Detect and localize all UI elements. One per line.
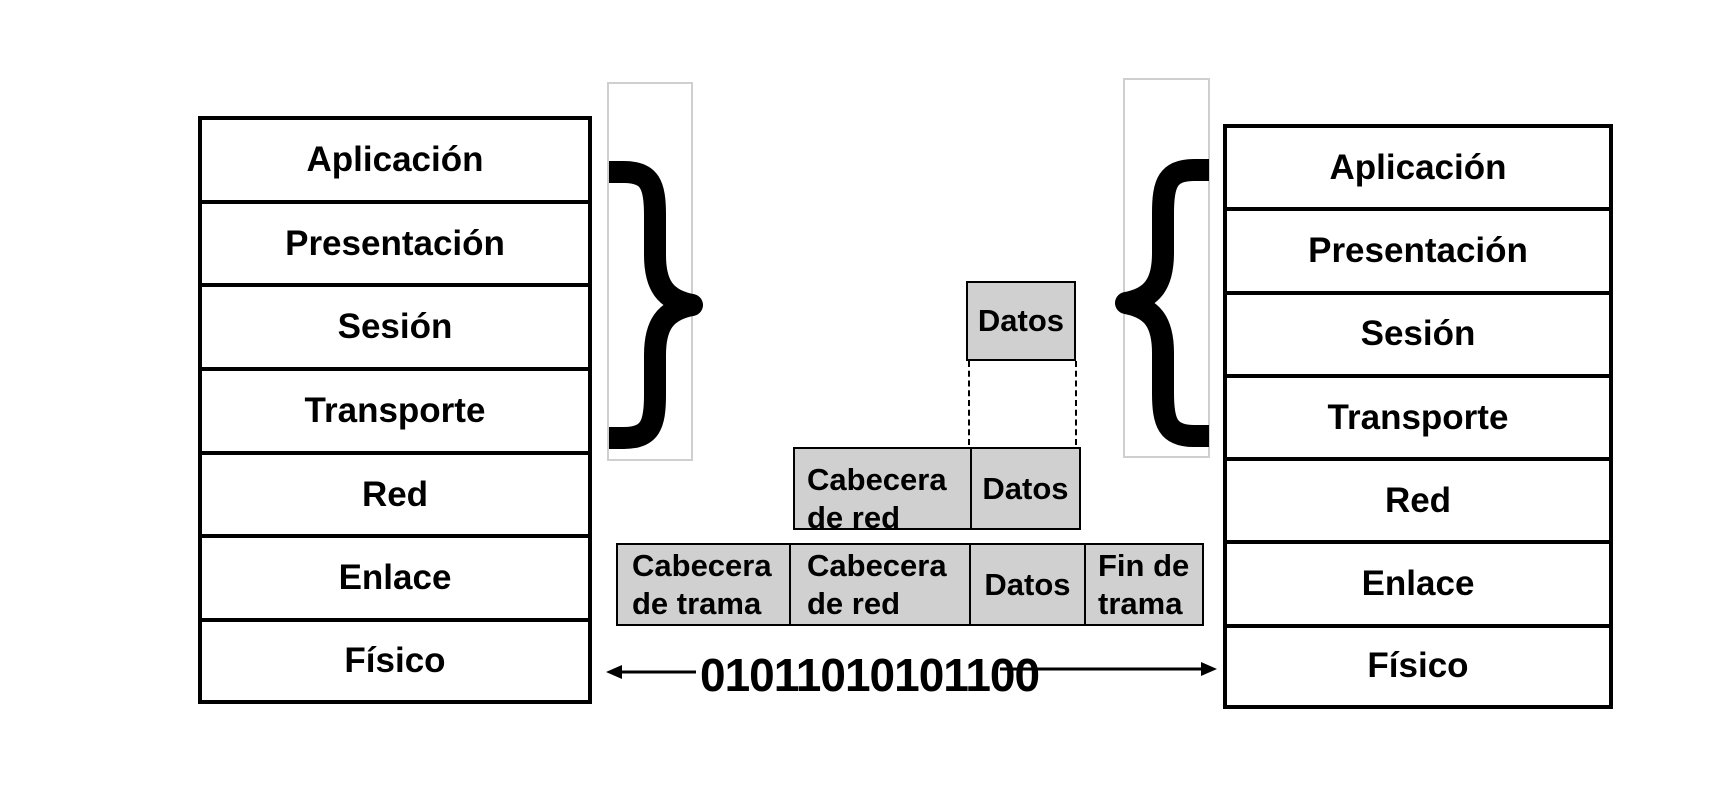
osi-stack-right: Aplicación Presentación Sesión Transport… (1223, 124, 1613, 709)
brace-frame-left (607, 82, 693, 461)
bitstream-label: 01011010101100 (700, 649, 1040, 701)
layer-sesion: Sesión (202, 287, 588, 372)
layer-enlace: Enlace (1227, 544, 1609, 628)
layer-red: Red (202, 455, 588, 539)
osi-stack-left: Aplicación Presentación Sesión Transport… (198, 116, 592, 704)
arrow-left-head-icon (606, 665, 622, 679)
layer-red: Red (1227, 461, 1609, 545)
arrow-right-head-icon (1201, 662, 1217, 676)
packet-data-cell: Datos (970, 449, 1079, 528)
opening-brace-icon (1115, 159, 1209, 447)
pdu-packet: Cabecera de red Datos (793, 447, 1081, 530)
frame-trailer-cell: Fin de trama (1084, 545, 1202, 624)
layer-aplicacion: Aplicación (1227, 128, 1609, 212)
layer-sesion: Sesión (1227, 295, 1609, 378)
pdu-frame: Cabecera de trama Cabecera de red Datos … (616, 543, 1204, 626)
pdu-data: Datos (966, 281, 1076, 361)
closing-brace-icon (609, 161, 703, 449)
layer-enlace: Enlace (202, 538, 588, 623)
brace-frame-right (1123, 78, 1210, 458)
layer-fisico: Físico (1367, 646, 1469, 686)
network-header-cell: Cabecera de red (807, 462, 947, 528)
layer-transporte: Transporte (202, 371, 588, 455)
layer-transporte: Transporte (1227, 378, 1609, 462)
layer-presentacion: Presentación (1227, 211, 1609, 295)
frame-network-header-cell: Cabecera de red (789, 545, 969, 624)
layer-aplicacion: Aplicación (202, 120, 588, 204)
dashed-guide-left (968, 361, 970, 445)
layer-fisico: Físico (344, 641, 446, 681)
layer-presentacion: Presentación (202, 204, 588, 288)
dashed-guide-right (1075, 361, 1077, 445)
data-cell: Datos (977, 303, 1065, 339)
frame-data-cell: Datos (969, 545, 1084, 624)
frame-header-cell: Cabecera de trama (632, 547, 772, 621)
